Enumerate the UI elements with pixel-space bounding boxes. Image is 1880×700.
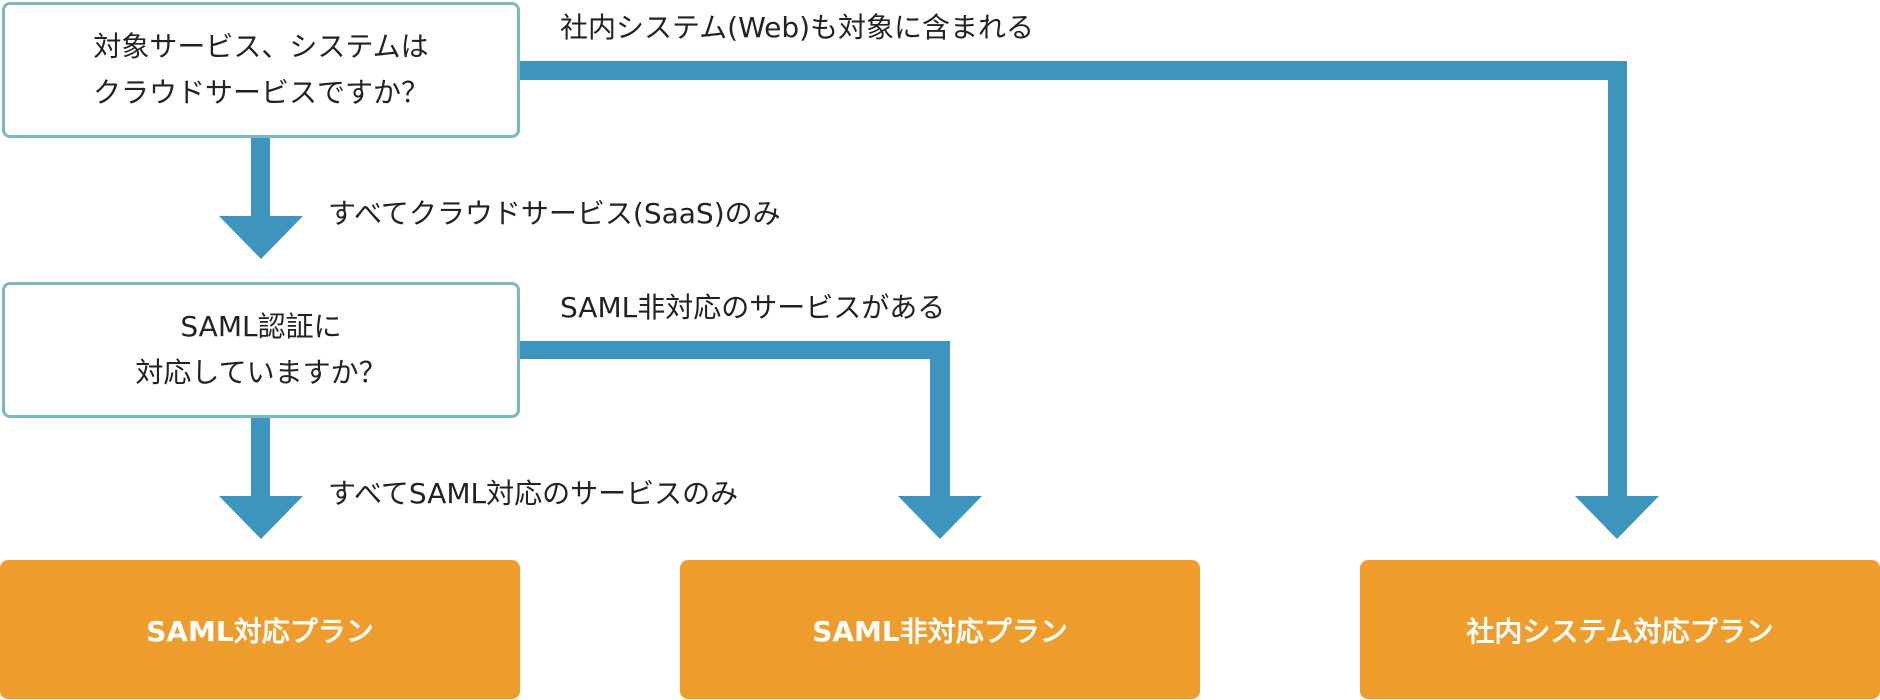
edge-label-internal-included: 社内システム(Web)も対象に含まれる: [560, 11, 1035, 44]
plan-saml: SAML対応プラン: [0, 560, 520, 699]
question-saml-support-line1: SAML認証に: [180, 310, 342, 343]
edge-label-all-saas: すべてクラウドサービス(SaaS)のみ: [328, 197, 781, 230]
question-cloud-service: 対象サービス、システムは クラウドサービスですか？: [2, 2, 520, 138]
question-saml-support: SAML認証に 対応していますか？: [2, 282, 520, 418]
plan-non-saml: SAML非対応プラン: [680, 560, 1200, 699]
plan-internal-system: 社内システム対応プラン: [1360, 560, 1880, 699]
question-cloud-service-line1: 対象サービス、システムは: [93, 30, 429, 63]
edge-label-non-saml-exists: SAML非対応のサービスがある: [560, 291, 946, 324]
plan-non-saml-label: SAML非対応プラン: [812, 614, 1068, 648]
edge-label-all-saml: すべてSAML対応のサービスのみ: [328, 477, 739, 510]
connector-q1-to-q2: [219, 138, 303, 259]
question-saml-support-line2: 対応していますか？: [135, 356, 387, 389]
question-cloud-service-line2: クラウドサービスですか？: [92, 76, 429, 109]
connector-q2-to-non-saml-plan: [520, 341, 982, 539]
connector-q2-to-saml-plan: [219, 418, 303, 539]
plan-internal-system-label: 社内システム対応プラン: [1466, 614, 1774, 648]
plan-saml-label: SAML対応プラン: [146, 614, 374, 648]
connector-q1-to-internal-plan: [520, 61, 1659, 539]
